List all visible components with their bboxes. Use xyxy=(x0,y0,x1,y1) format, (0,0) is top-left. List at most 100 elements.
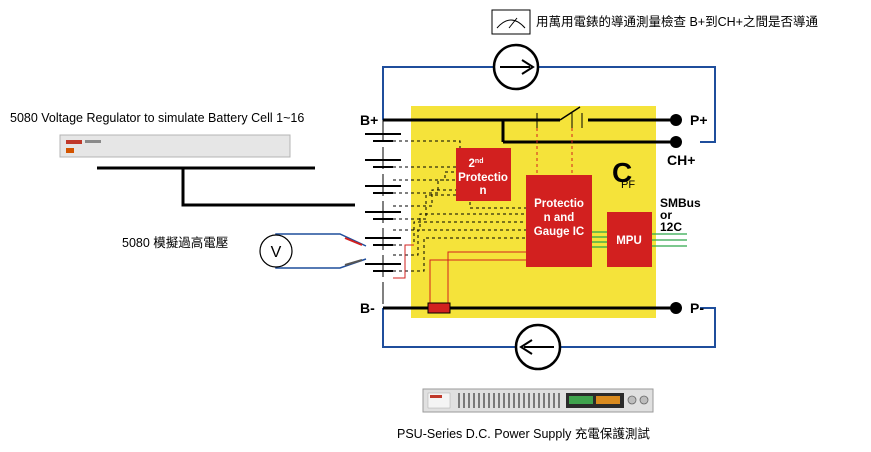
mpu-chip: MPU xyxy=(607,212,652,267)
meter-legend-text: 用萬用電錶的導通測量檢查 B+到CH+之間是否導通 xyxy=(536,14,818,29)
vent-slot xyxy=(543,393,545,408)
charger-wire xyxy=(382,307,716,348)
vent-slot xyxy=(478,393,480,408)
vent-slot xyxy=(548,393,550,408)
smbus-line2: or xyxy=(660,208,672,222)
sense-line xyxy=(393,237,526,272)
vent-slot xyxy=(518,393,520,408)
protection-gauge-line1: Protectio xyxy=(534,198,584,210)
voltmeter-icon xyxy=(259,234,293,268)
second-protection-line3: n xyxy=(479,185,486,197)
ch-plus-terminal xyxy=(670,136,682,148)
power-switch-icon xyxy=(66,148,74,153)
probe-tip-red xyxy=(344,237,363,246)
second-protection-ic: 2nd Protectio n xyxy=(456,148,511,201)
p-plus-terminal xyxy=(670,114,682,126)
vent-slot xyxy=(483,393,485,408)
vent-slot xyxy=(558,393,560,408)
charger-loop xyxy=(382,307,716,371)
sense-trace xyxy=(447,251,526,308)
probe-tip-black xyxy=(344,259,363,266)
regulator-cabling xyxy=(97,166,355,207)
current-sense xyxy=(393,244,526,308)
vent-slot xyxy=(513,393,515,408)
second-protection-line1: 2nd xyxy=(469,158,484,170)
protection-gauge-line3: Gauge IC xyxy=(534,226,584,238)
vent-slot xyxy=(488,393,490,408)
p-minus-label: P- xyxy=(690,300,704,316)
psu-voltage-display xyxy=(569,396,593,404)
vent-slot xyxy=(463,393,465,408)
psu-brand-badge xyxy=(430,395,442,398)
mpu-label: MPU xyxy=(616,235,642,247)
b-minus-label: B- xyxy=(360,300,375,316)
voltmeter-symbol: V xyxy=(271,244,282,261)
vent-slot xyxy=(473,393,475,408)
terminals: P+ CH+ P- B+ B- xyxy=(360,112,708,316)
meter-legend: 用萬用電錶的導通測量檢查 B+到CH+之間是否導通 xyxy=(491,9,818,35)
p-minus-terminal xyxy=(670,302,682,314)
cpf-subscript: PF xyxy=(621,179,635,191)
sense-line xyxy=(393,213,526,231)
vent-slot xyxy=(493,393,495,408)
meter-needle-icon xyxy=(508,17,518,29)
regulator-chassis xyxy=(59,134,291,158)
second-protection-line2: Protectio xyxy=(458,172,508,184)
overvoltage-probe: V xyxy=(259,233,367,269)
smbus-line3: 12C xyxy=(660,220,682,234)
voltage-regulator-device xyxy=(59,134,291,158)
sense-line xyxy=(393,140,461,150)
sense-line xyxy=(393,221,526,246)
mosfet-control xyxy=(536,128,573,175)
protection-gauge-line2: n and xyxy=(544,212,575,224)
p-plus-label: P+ xyxy=(690,112,708,128)
b-plus-label: B+ xyxy=(360,112,378,128)
regulator-cable xyxy=(181,168,355,207)
vent-slot xyxy=(503,393,505,408)
meter-legend-icon-box xyxy=(491,9,531,35)
sense-trace xyxy=(393,244,414,279)
mpu-box xyxy=(607,212,652,267)
psu-knob-icon xyxy=(639,395,649,405)
psu-knob-icon xyxy=(627,395,637,405)
green-traces xyxy=(592,231,687,248)
vent-slot xyxy=(523,393,525,408)
battery-stack xyxy=(365,120,401,308)
psu-caption: PSU-Series D.C. Power Supply 充電保護測試 xyxy=(397,426,650,441)
regulator-brand-badge xyxy=(66,140,82,144)
vent-slot xyxy=(508,393,510,408)
meter-arc-icon xyxy=(496,19,526,29)
mosfet-ticks xyxy=(536,113,583,128)
overvoltage-label: 5080 模擬過高電壓 xyxy=(122,235,228,250)
sense-trace xyxy=(429,259,526,308)
vent-slot xyxy=(528,393,530,408)
continuity-meter-loop xyxy=(382,43,716,143)
second-protection-box xyxy=(456,148,511,201)
vent-slot xyxy=(458,393,460,408)
vent-slot xyxy=(553,393,555,408)
protection-gauge-box xyxy=(526,175,592,267)
sense-line xyxy=(393,179,456,194)
sense-resistor xyxy=(427,302,451,314)
sense-line xyxy=(393,189,456,207)
ch-plus-label: CH+ xyxy=(667,152,695,168)
regulator-title: 5080 Voltage Regulator to simulate Batte… xyxy=(10,111,304,125)
vent-slot xyxy=(468,393,470,408)
vent-slot xyxy=(538,393,540,408)
switch-blade xyxy=(559,106,581,121)
regulator-model-plate xyxy=(85,140,101,143)
arrow-left-icon xyxy=(519,339,533,355)
sense-line xyxy=(393,171,456,181)
meter-wire xyxy=(382,66,716,143)
sense-line xyxy=(393,194,526,220)
psu-device xyxy=(422,388,654,413)
psu-current-display xyxy=(596,396,620,404)
arrow-right-icon xyxy=(521,59,535,75)
vent-slot xyxy=(533,393,535,408)
vent-slot xyxy=(498,393,500,408)
psu-vent-grille xyxy=(458,393,560,408)
protection-gauge-ic: Protectio n and Gauge IC xyxy=(526,175,592,267)
cpf-label: C xyxy=(612,157,632,188)
smbus-line1: SMBus xyxy=(660,196,701,210)
